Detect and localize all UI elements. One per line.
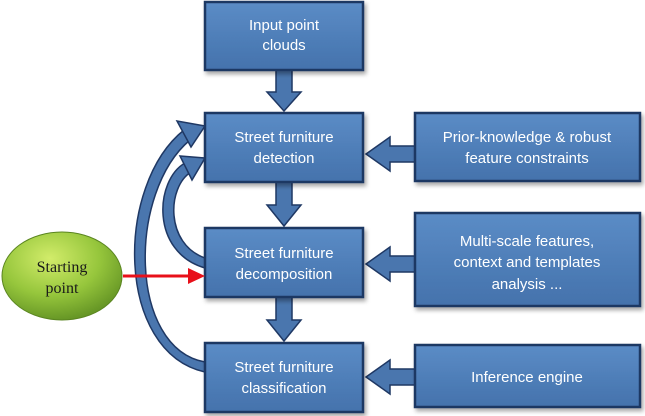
box-multiscale-line1: Multi-scale features, xyxy=(460,233,594,250)
left-arrow-inference-classification xyxy=(364,358,416,396)
inner-feedback-arrowhead xyxy=(178,155,207,182)
box-detection-line2: detection xyxy=(254,150,315,167)
left-arrow-multiscale-decomposition xyxy=(364,245,416,283)
left-arrow-prior-detection xyxy=(364,135,416,173)
starting-point-line2: point xyxy=(46,280,79,297)
starting-point-line1: Starting xyxy=(37,259,88,276)
box-decomposition-line2: decomposition xyxy=(236,266,333,283)
box-input-line1: Input point xyxy=(249,17,320,34)
box-inference: Inference engine xyxy=(413,343,642,409)
box-inference-line1: Inference engine xyxy=(471,369,583,386)
left-arrows xyxy=(364,135,416,396)
box-decomposition-line1: Street furniture xyxy=(234,245,333,262)
box-multiscale-line2: context and templates xyxy=(454,254,601,271)
box-input: Input point clouds xyxy=(203,0,365,72)
start-arrow xyxy=(123,268,205,284)
down-arrow-decomposition-classification xyxy=(265,296,303,343)
box-classification: Street furniture classification xyxy=(203,341,365,414)
down-arrow-input-detection xyxy=(265,69,303,113)
inner-feedback-arrow xyxy=(162,162,206,270)
box-detection: Street furniture detection xyxy=(203,111,365,184)
box-prior: Prior-knowledge & robust feature constra… xyxy=(413,111,642,183)
feedback-arrows xyxy=(133,119,207,373)
box-multiscale: Multi-scale features, context and templa… xyxy=(413,211,642,308)
box-decomposition: Street furniture decomposition xyxy=(203,226,365,299)
starting-point: Starting point xyxy=(1,231,123,321)
box-prior-line1: Prior-knowledge & robust xyxy=(443,129,612,146)
box-detection-line1: Street furniture xyxy=(234,129,333,146)
box-classification-line1: Street furniture xyxy=(234,359,333,376)
box-input-line2: clouds xyxy=(262,37,305,54)
box-classification-line2: classification xyxy=(241,380,326,397)
box-multiscale-line3: analysis ... xyxy=(492,276,563,293)
down-arrows xyxy=(265,69,303,343)
box-prior-line2: feature constraints xyxy=(465,150,588,167)
down-arrow-detection-decomposition xyxy=(265,181,303,228)
outer-feedback-arrowhead xyxy=(175,119,207,149)
